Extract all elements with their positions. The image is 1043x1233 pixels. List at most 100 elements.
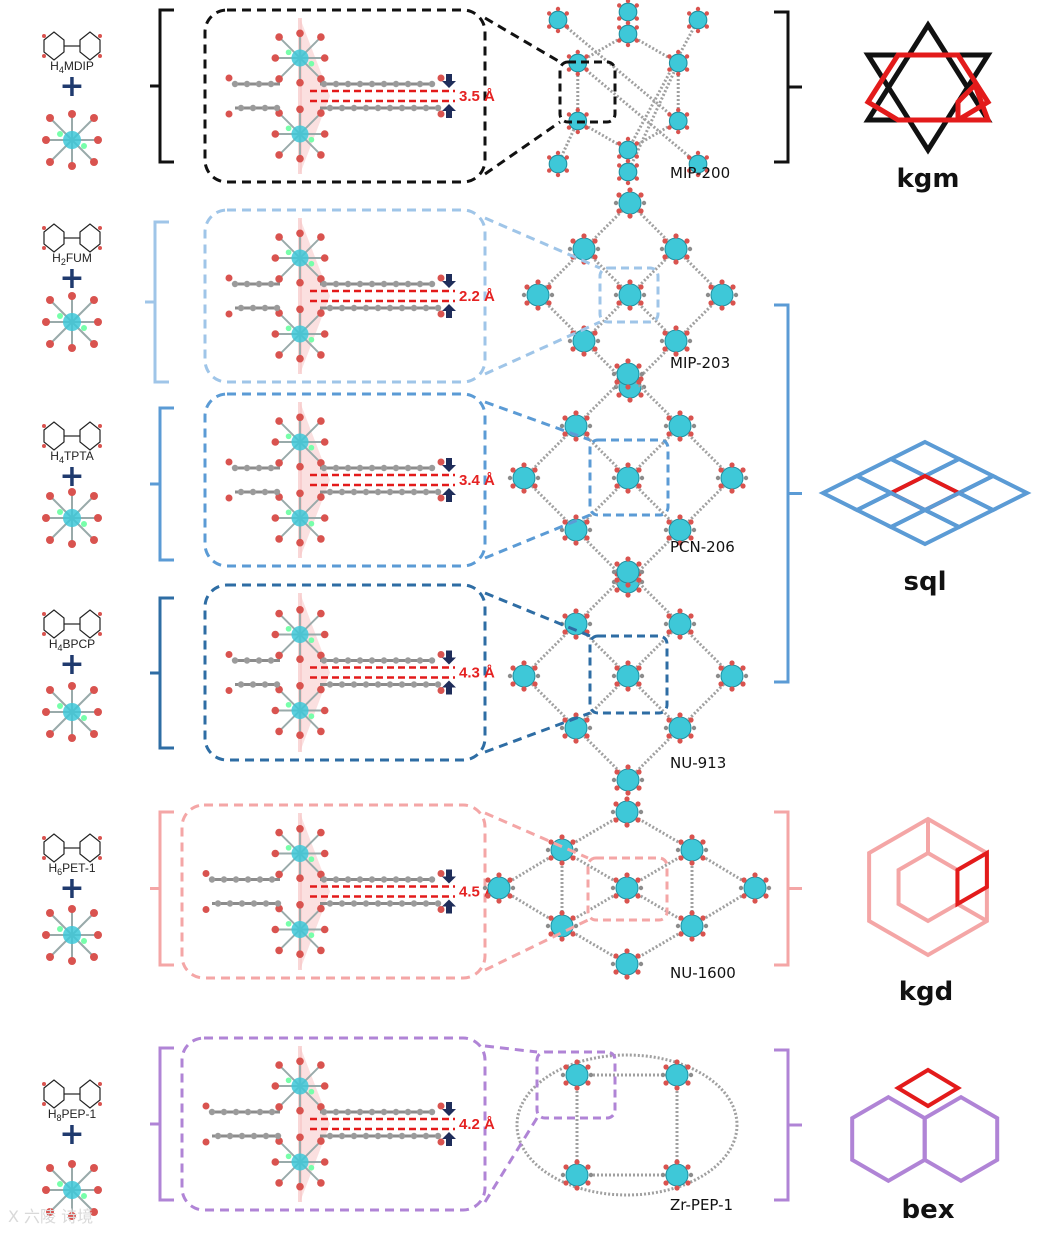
network-zoom-frame — [535, 1050, 617, 1120]
network-node — [666, 107, 690, 135]
row-6: H8PEP-1+4.2 ÅZr-PEP-1 — [41, 1036, 739, 1221]
network-node — [610, 947, 644, 981]
kgd-topology-diagram — [867, 816, 989, 958]
bex-topology-diagram — [850, 1067, 1000, 1184]
network-node — [666, 49, 690, 77]
zoom-box — [180, 1036, 487, 1212]
arrow-up-icon — [442, 899, 456, 914]
stacked-cluster-bottom — [270, 104, 330, 164]
zr-cluster — [41, 681, 103, 743]
connector-bottom — [484, 918, 589, 972]
topology-label-kgm: kgm — [897, 164, 960, 194]
plus-sign: + — [59, 261, 84, 296]
watermark: X 六陵 诗境 — [8, 1207, 93, 1226]
arrow-down-icon — [442, 1102, 456, 1116]
connector-top — [484, 1044, 538, 1054]
arrow-up-icon — [442, 680, 456, 695]
topology-label-bex: bex — [901, 1195, 954, 1225]
connector-bottom — [484, 120, 561, 176]
sql-topology-diagram — [818, 439, 1032, 547]
stacking-distance: 4.3 Å — [459, 665, 495, 682]
left-bracket — [158, 8, 174, 164]
ligand-label: H2FUM — [52, 251, 92, 267]
linker-chain — [225, 74, 445, 118]
network-zoom-frame — [588, 634, 669, 715]
network-node — [611, 659, 645, 693]
right-bracket-kgd — [774, 810, 790, 967]
framework-network — [482, 795, 772, 981]
left-bracket — [153, 220, 169, 384]
network-node — [675, 833, 709, 867]
plane-edge — [298, 593, 302, 752]
zr-cluster — [41, 291, 103, 353]
arrow-up-icon — [442, 1132, 456, 1146]
linker-chain — [202, 870, 445, 913]
network-node — [546, 6, 570, 34]
arrow-down-icon — [442, 650, 456, 665]
stacking-distance: 4.2 Å — [459, 1116, 495, 1133]
linker-chain — [225, 274, 445, 318]
connector-bottom — [483, 1117, 539, 1203]
ligand-structure — [42, 223, 102, 253]
stacked-cluster-bottom — [270, 304, 330, 364]
right-bracket-bex — [774, 1048, 790, 1202]
zr-cluster — [41, 109, 103, 171]
arrow-up-icon — [442, 304, 456, 318]
zr-cluster — [41, 904, 103, 966]
framework-network — [521, 186, 739, 404]
framework-network — [546, 0, 710, 186]
zoom-box — [203, 583, 487, 762]
mof-name: NU-1600 — [670, 964, 736, 982]
network-node — [610, 795, 644, 829]
left-bracket — [158, 1046, 174, 1202]
framework-network — [507, 555, 749, 797]
network-node — [616, 20, 640, 48]
stacking-plane — [300, 593, 330, 752]
ligand-structure — [42, 1079, 102, 1109]
stacking-plane — [300, 813, 330, 970]
connector-bottom — [484, 320, 601, 376]
ligand-label: H6PET-1 — [48, 861, 95, 877]
stacked-cluster-bottom — [270, 488, 330, 548]
plus-sign: + — [59, 647, 84, 682]
network-node — [616, 136, 640, 164]
stacked-cluster-top — [270, 228, 330, 288]
network-node — [560, 1158, 594, 1192]
network-node — [610, 871, 644, 905]
ligand-label: H4TPTA — [50, 449, 93, 465]
kgm-topology-diagram — [863, 20, 993, 155]
ligand-label: H8PEP-1 — [48, 1107, 97, 1123]
network-zoom-frame — [588, 438, 670, 517]
network-node — [675, 909, 709, 943]
mof-name: PCN-206 — [670, 538, 735, 556]
network-zoom-frame — [558, 60, 617, 124]
network-node — [613, 278, 647, 312]
ligand-structure — [42, 833, 102, 863]
ligand-structure — [42, 609, 102, 639]
connector-top — [484, 591, 591, 638]
zoom-box — [203, 392, 487, 568]
network-node — [611, 461, 645, 495]
plus-sign: + — [59, 871, 84, 906]
mof-name: MIP-203 — [670, 354, 730, 372]
ligand-label: H4BPCP — [49, 637, 95, 653]
arrow-down-icon — [442, 74, 456, 88]
stacked-cluster-bottom — [270, 900, 330, 959]
stacking-distance: 3.5 Å — [459, 88, 495, 105]
connector-bottom — [484, 513, 591, 560]
right-bracket-kgm — [774, 10, 790, 164]
stacking-plane — [300, 402, 330, 558]
stacked-cluster-top — [270, 412, 330, 472]
arrow-down-icon — [442, 274, 456, 288]
connector-top — [484, 811, 589, 860]
stacked-cluster-bottom — [270, 681, 330, 740]
stacking-distance: 2.2 Å — [459, 288, 495, 305]
stacking-plane — [300, 18, 330, 174]
connector-bottom — [484, 711, 591, 754]
left-bracket — [158, 406, 174, 562]
plus-sign: + — [59, 69, 84, 104]
mof-name: Zr-PEP-1 — [670, 1196, 733, 1214]
